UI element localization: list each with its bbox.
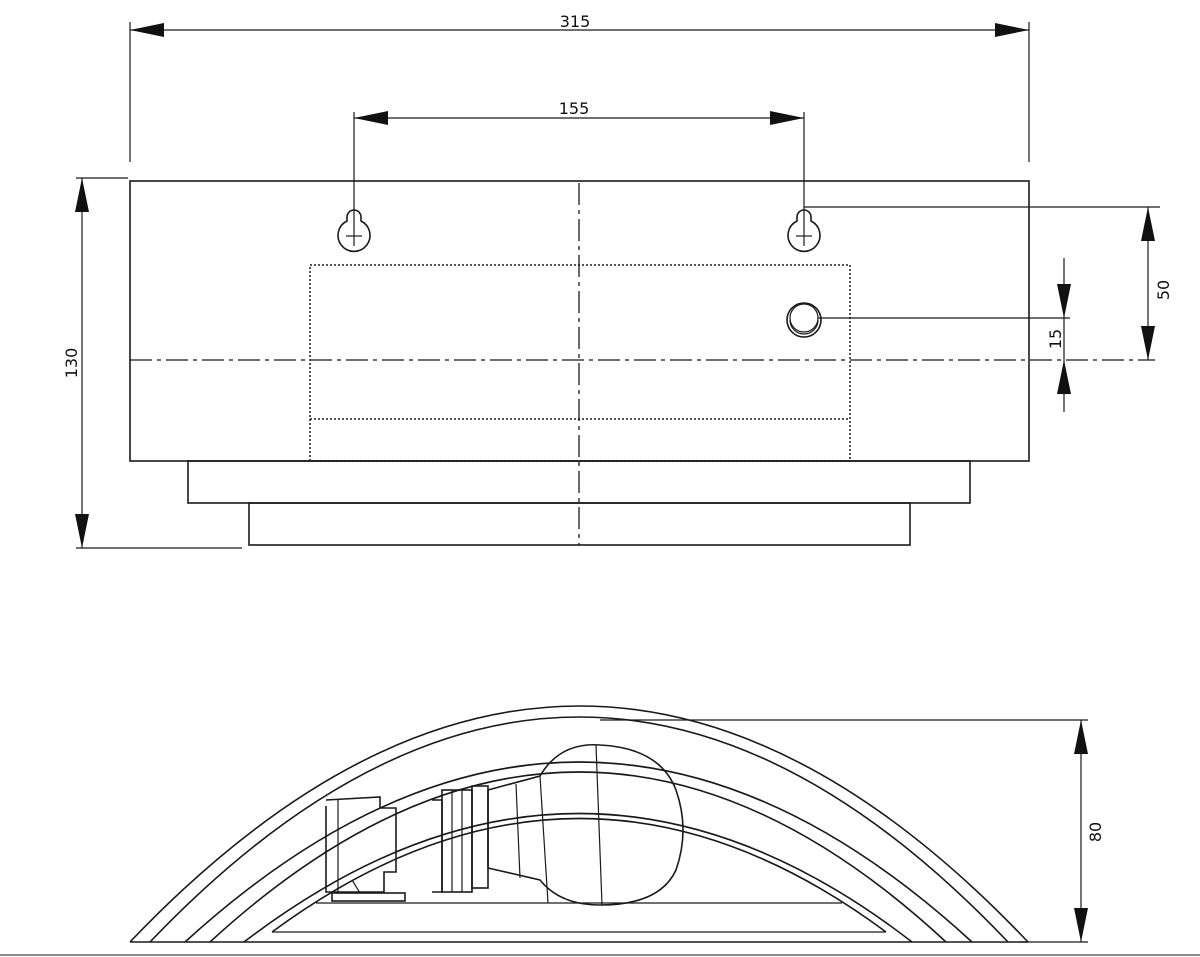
dimension-hole-spacing: 155 (353, 99, 805, 207)
side-view: 80 (129, 705, 1105, 943)
dim-label-155: 155 (559, 99, 590, 118)
outer-shell-inner (149, 716, 1009, 943)
dimension-hole-to-center: 50 (804, 206, 1173, 360)
middle-shell-outer (184, 761, 973, 943)
light-bulb (487, 743, 684, 906)
dimension-profile-height: 80 (600, 719, 1105, 943)
hidden-inner-box (309, 264, 851, 462)
middle-shell-inner (209, 771, 947, 943)
dim-label-50: 50 (1154, 280, 1173, 300)
socket-clip (331, 892, 406, 902)
outer-shell-outer (129, 705, 1029, 943)
dim-label-130: 130 (62, 348, 81, 379)
dim-label-315: 315 (560, 12, 591, 31)
inner-shell-outer (243, 812, 913, 943)
cable-hole (786, 302, 822, 338)
lamp-socket (325, 785, 489, 902)
inner-shell-inner (271, 817, 887, 933)
dim-label-15: 15 (1046, 329, 1065, 349)
front-view: 315 155 130 50 (62, 12, 1173, 549)
dimension-overall-width: 315 (129, 12, 1030, 162)
dimension-overall-height: 130 (62, 177, 242, 549)
dimension-cable-offset: 15 (818, 258, 1071, 412)
keyhole-left (337, 207, 371, 253)
keyhole-right (787, 207, 821, 253)
dim-label-80: 80 (1086, 822, 1105, 842)
